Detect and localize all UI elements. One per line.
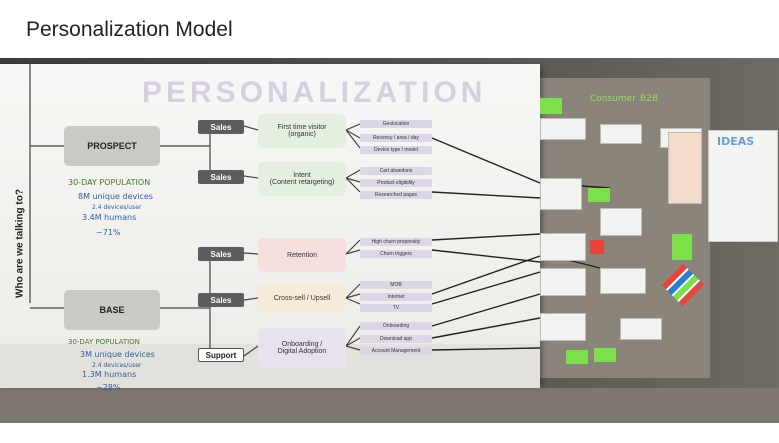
b2b-label: B2B <box>640 94 658 104</box>
subitem-mob: MOB <box>360 281 432 289</box>
subitem-internet: Internet <box>360 293 432 301</box>
subitem-researched-pages: Researched pages <box>360 191 432 199</box>
subitem-device-type: Device type / model <box>360 146 432 154</box>
support-tag: Support <box>198 348 244 362</box>
subitem-high-churn: High churn propensity <box>360 238 432 246</box>
green-sticky-note <box>672 234 692 260</box>
slide-header: Personalization Model <box>0 0 779 58</box>
subitem-churn-triggers: Churn triggers <box>360 250 432 258</box>
base-pct-note: ~28% <box>96 383 120 392</box>
intent-onboarding: Onboarding / Digital Adoption <box>258 328 346 368</box>
subitem-account-management: Account Management <box>360 347 432 355</box>
screenshot-card <box>600 268 646 294</box>
segment-base: BASE <box>64 290 160 330</box>
intent-content-retargeting: Intent (Content retargeting) <box>258 162 346 196</box>
green-sticky-note <box>540 98 562 114</box>
screenshot-card <box>600 208 642 236</box>
screenshot-card <box>540 118 586 140</box>
screenshot-card <box>600 124 642 144</box>
screenshot-card <box>540 178 582 210</box>
intent-cross-sell: Cross-sell / Upsell <box>258 284 346 312</box>
subitem-recency: Recency / area / day <box>360 134 432 142</box>
sales-tag: Sales <box>198 120 244 134</box>
base-devices-note: 3M unique devices <box>80 350 155 359</box>
intent-retention: Retention <box>258 238 346 272</box>
prospect-humans-note: 3.4M humans <box>82 213 136 222</box>
footer-band <box>0 423 779 443</box>
subitem-download-app: Download app <box>360 335 432 343</box>
intent-first-time-visitor: First time visitor (organic) <box>258 114 346 148</box>
base-per-user-note: 2.4 devices/user <box>92 362 141 369</box>
whiteboard-photo: IDEAS PERSONALIZATION Who are we talking… <box>0 58 779 423</box>
screenshot-card <box>620 318 662 340</box>
segment-prospect: PROSPECT <box>64 126 160 166</box>
consumer-label: Consumer <box>590 94 636 104</box>
sales-tag: Sales <box>198 247 244 261</box>
prospect-pct-note: ~71% <box>96 228 120 237</box>
green-sticky-note <box>594 348 616 362</box>
screenshot-card <box>540 313 586 341</box>
prospect-devices-note: 8M unique devices <box>78 192 153 201</box>
green-sticky-note <box>566 350 588 364</box>
green-sticky-note <box>588 188 610 202</box>
subitem-product-eligibility: Product eligibility <box>360 179 432 187</box>
prospect-population-note: 30-DAY POPULATION <box>68 178 150 187</box>
side-label: Who are we talking to? <box>15 184 26 304</box>
base-humans-note: 1.3M humans <box>82 370 136 379</box>
prospect-per-user-note: 2.4 devices/user <box>92 204 141 211</box>
subitem-cart-abandons: Cart abandons <box>360 167 432 175</box>
pink-card <box>668 132 702 204</box>
sales-tag: Sales <box>198 293 244 307</box>
subitem-onboarding: Onboarding <box>360 322 432 330</box>
subitem-geolocation: Geolocation <box>360 120 432 128</box>
screenshot-card <box>540 268 586 296</box>
sales-tag: Sales <box>198 170 244 184</box>
subitem-tv: TV <box>360 304 432 312</box>
slide-title: Personalization Model <box>26 18 233 42</box>
screenshot-card <box>540 233 586 261</box>
red-sticky-note <box>590 240 604 254</box>
base-population-note: 30-DAY POPULATION <box>68 338 140 346</box>
